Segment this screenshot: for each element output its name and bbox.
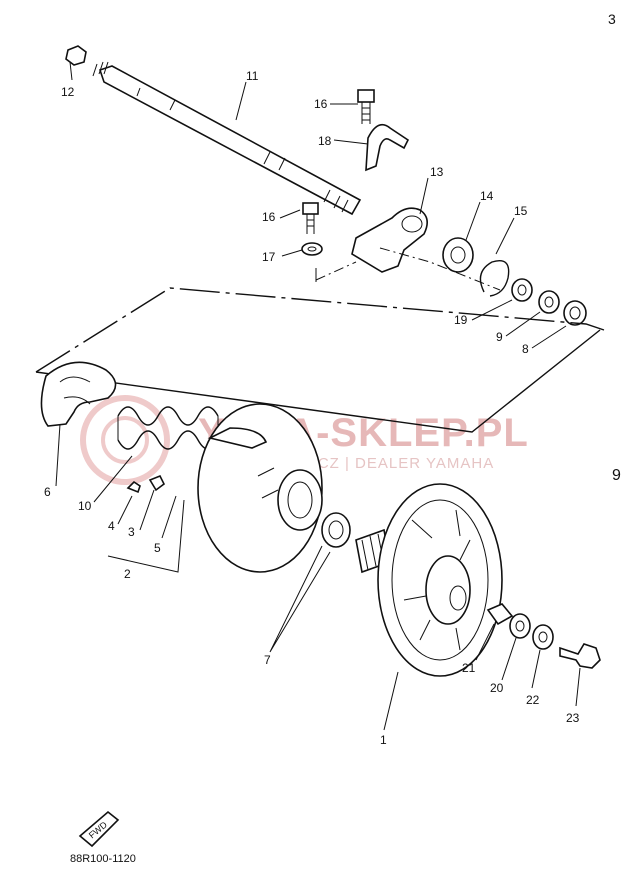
label-4: 4	[108, 519, 115, 533]
washer-9	[538, 290, 560, 314]
shaft-assembly	[65, 45, 587, 326]
circlip-15	[479, 260, 510, 297]
label-20: 20	[490, 681, 504, 695]
label-16-lower: 16	[262, 210, 276, 224]
bolt-23	[559, 643, 601, 669]
drawing-code: 88R100-1120	[70, 853, 136, 865]
leader-lines	[55, 61, 581, 731]
label-22: 22	[526, 693, 540, 707]
label-2: 2	[124, 567, 131, 581]
pin-4	[126, 480, 141, 494]
washer-20	[509, 613, 531, 639]
slider-3	[148, 474, 166, 492]
label-10: 10	[78, 499, 92, 513]
bearing-housing-13	[351, 207, 428, 273]
shaft-11	[98, 65, 362, 216]
clutch-assembly	[40, 361, 601, 677]
washer-19	[511, 278, 533, 302]
label-8: 8	[522, 342, 529, 356]
bolt-16-top-head	[357, 89, 375, 103]
label-9: 9	[496, 330, 503, 344]
svg-text:9: 9	[612, 467, 621, 484]
label-12: 12	[61, 85, 75, 99]
label-16-top: 16	[314, 97, 328, 111]
bolt-16-lower-head	[302, 202, 319, 215]
collar-21	[486, 603, 514, 626]
washer-8	[563, 300, 587, 326]
label-19: 19	[454, 313, 468, 327]
label-3: 3	[128, 525, 135, 539]
label-6: 6	[44, 485, 51, 499]
cam-arm-6	[40, 361, 117, 427]
label-7: 7	[264, 653, 271, 667]
cap-12	[65, 45, 87, 66]
label-15: 15	[514, 204, 528, 218]
svg-text:3: 3	[608, 11, 616, 27]
bushing-7	[321, 512, 351, 548]
label-5: 5	[154, 541, 161, 555]
label-13: 13	[430, 165, 444, 179]
washer-17	[301, 242, 323, 256]
label-23: 23	[566, 711, 580, 725]
label-18: 18	[318, 134, 332, 148]
label-21: 21	[462, 661, 476, 675]
label-17: 17	[262, 250, 276, 264]
bearing-14	[442, 237, 474, 273]
fwd-arrow-badge: FWD	[78, 810, 120, 848]
clamp-18	[365, 123, 410, 172]
part-labels: 12 11 16 18 13 14 15 16 17 19 9 8 6 10 4…	[44, 69, 580, 747]
movable-sheave	[197, 403, 323, 573]
washer-22	[532, 624, 554, 650]
label-14: 14	[480, 189, 494, 203]
label-1: 1	[380, 733, 387, 747]
label-11: 11	[246, 69, 259, 83]
group-outline	[35, 287, 605, 433]
